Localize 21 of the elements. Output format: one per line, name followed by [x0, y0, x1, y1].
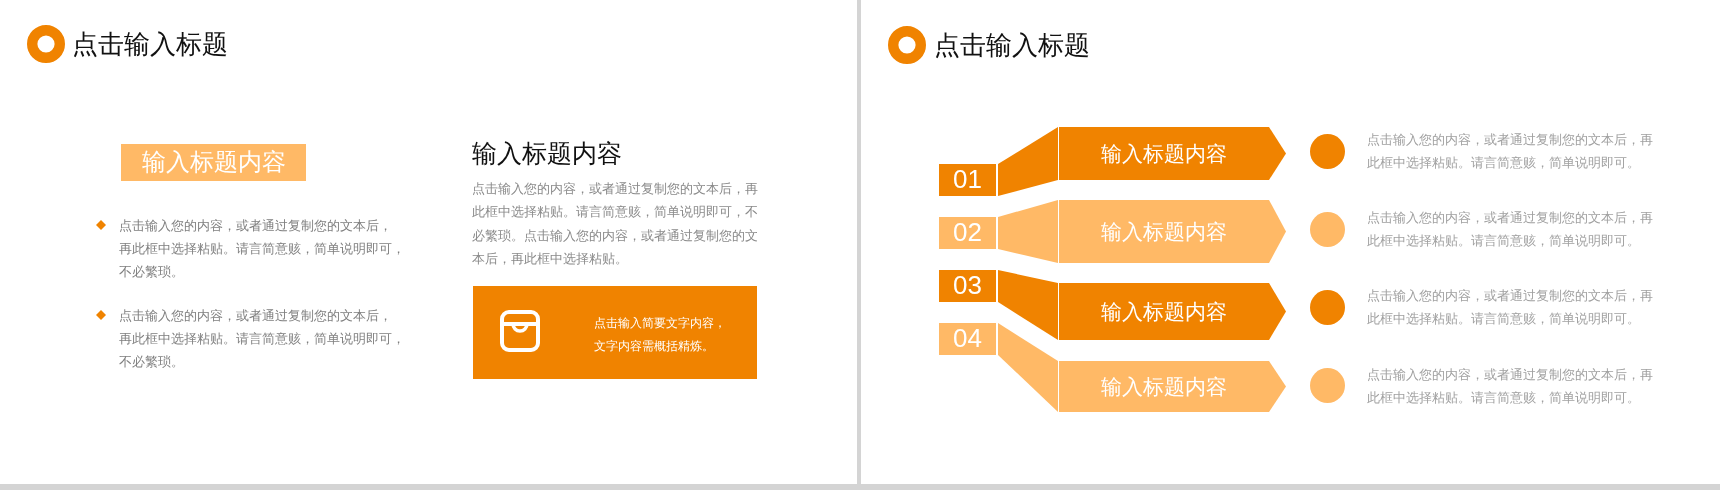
bullet-text: 点击输入您的内容，或者通过复制您的文本后，再此框中选择粘贴。请言简意赅，简单说明即可，不必繁琐。	[119, 216, 406, 281]
connector-band	[998, 200, 1058, 263]
summary-text: 点击输入简要文字内容，文字内容需概括精炼。	[594, 314, 727, 355]
description-text: 点击输入您的内容，或者通过复制您的文本后，再此框中选择粘贴。请言简意赅，简单说明即可。	[1367, 287, 1654, 328]
connector-band	[998, 127, 1058, 196]
number-tab: 01	[939, 164, 996, 196]
heading-banner: 输入标题内容	[121, 144, 306, 181]
connector-band	[998, 323, 1058, 412]
connector-band	[998, 270, 1058, 340]
number-tab: 04	[939, 323, 996, 355]
info-panel	[473, 286, 757, 379]
description-text: 点击输入您的内容，或者通过复制您的文本后，再此框中选择粘贴。请言简意赅，简单说明即可。	[1367, 209, 1654, 250]
description-text: 点击输入您的内容，或者通过复制您的文本后，再此框中选择粘贴。请言简意赅，简单说明即可。	[1367, 131, 1654, 172]
slide-title: 点击输入标题	[72, 28, 228, 60]
description-text: 点击输入您的内容，或者通过复制您的文本后，再此框中选择粘贴。请言简意赅，简单说明即可。	[1367, 366, 1654, 407]
number-tab: 03	[939, 270, 996, 302]
section-heading: 输入标题内容	[472, 138, 622, 169]
number-tab: 02	[939, 217, 996, 249]
slide-title: 点击输入标题	[934, 29, 1090, 61]
body-text: 点击输入您的内容，或者通过复制您的文本后，再此框中选择粘贴。请言简意赅，简单说明即可，不必繁琐。点击输入您的内容，或者通过复制您的文本后，再此框中选择粘贴。	[472, 180, 759, 268]
bullet-text: 点击输入您的内容，或者通过复制您的文本后，再此框中选择粘贴。请言简意赅，简单说明即可，不必繁琐。	[119, 306, 406, 371]
